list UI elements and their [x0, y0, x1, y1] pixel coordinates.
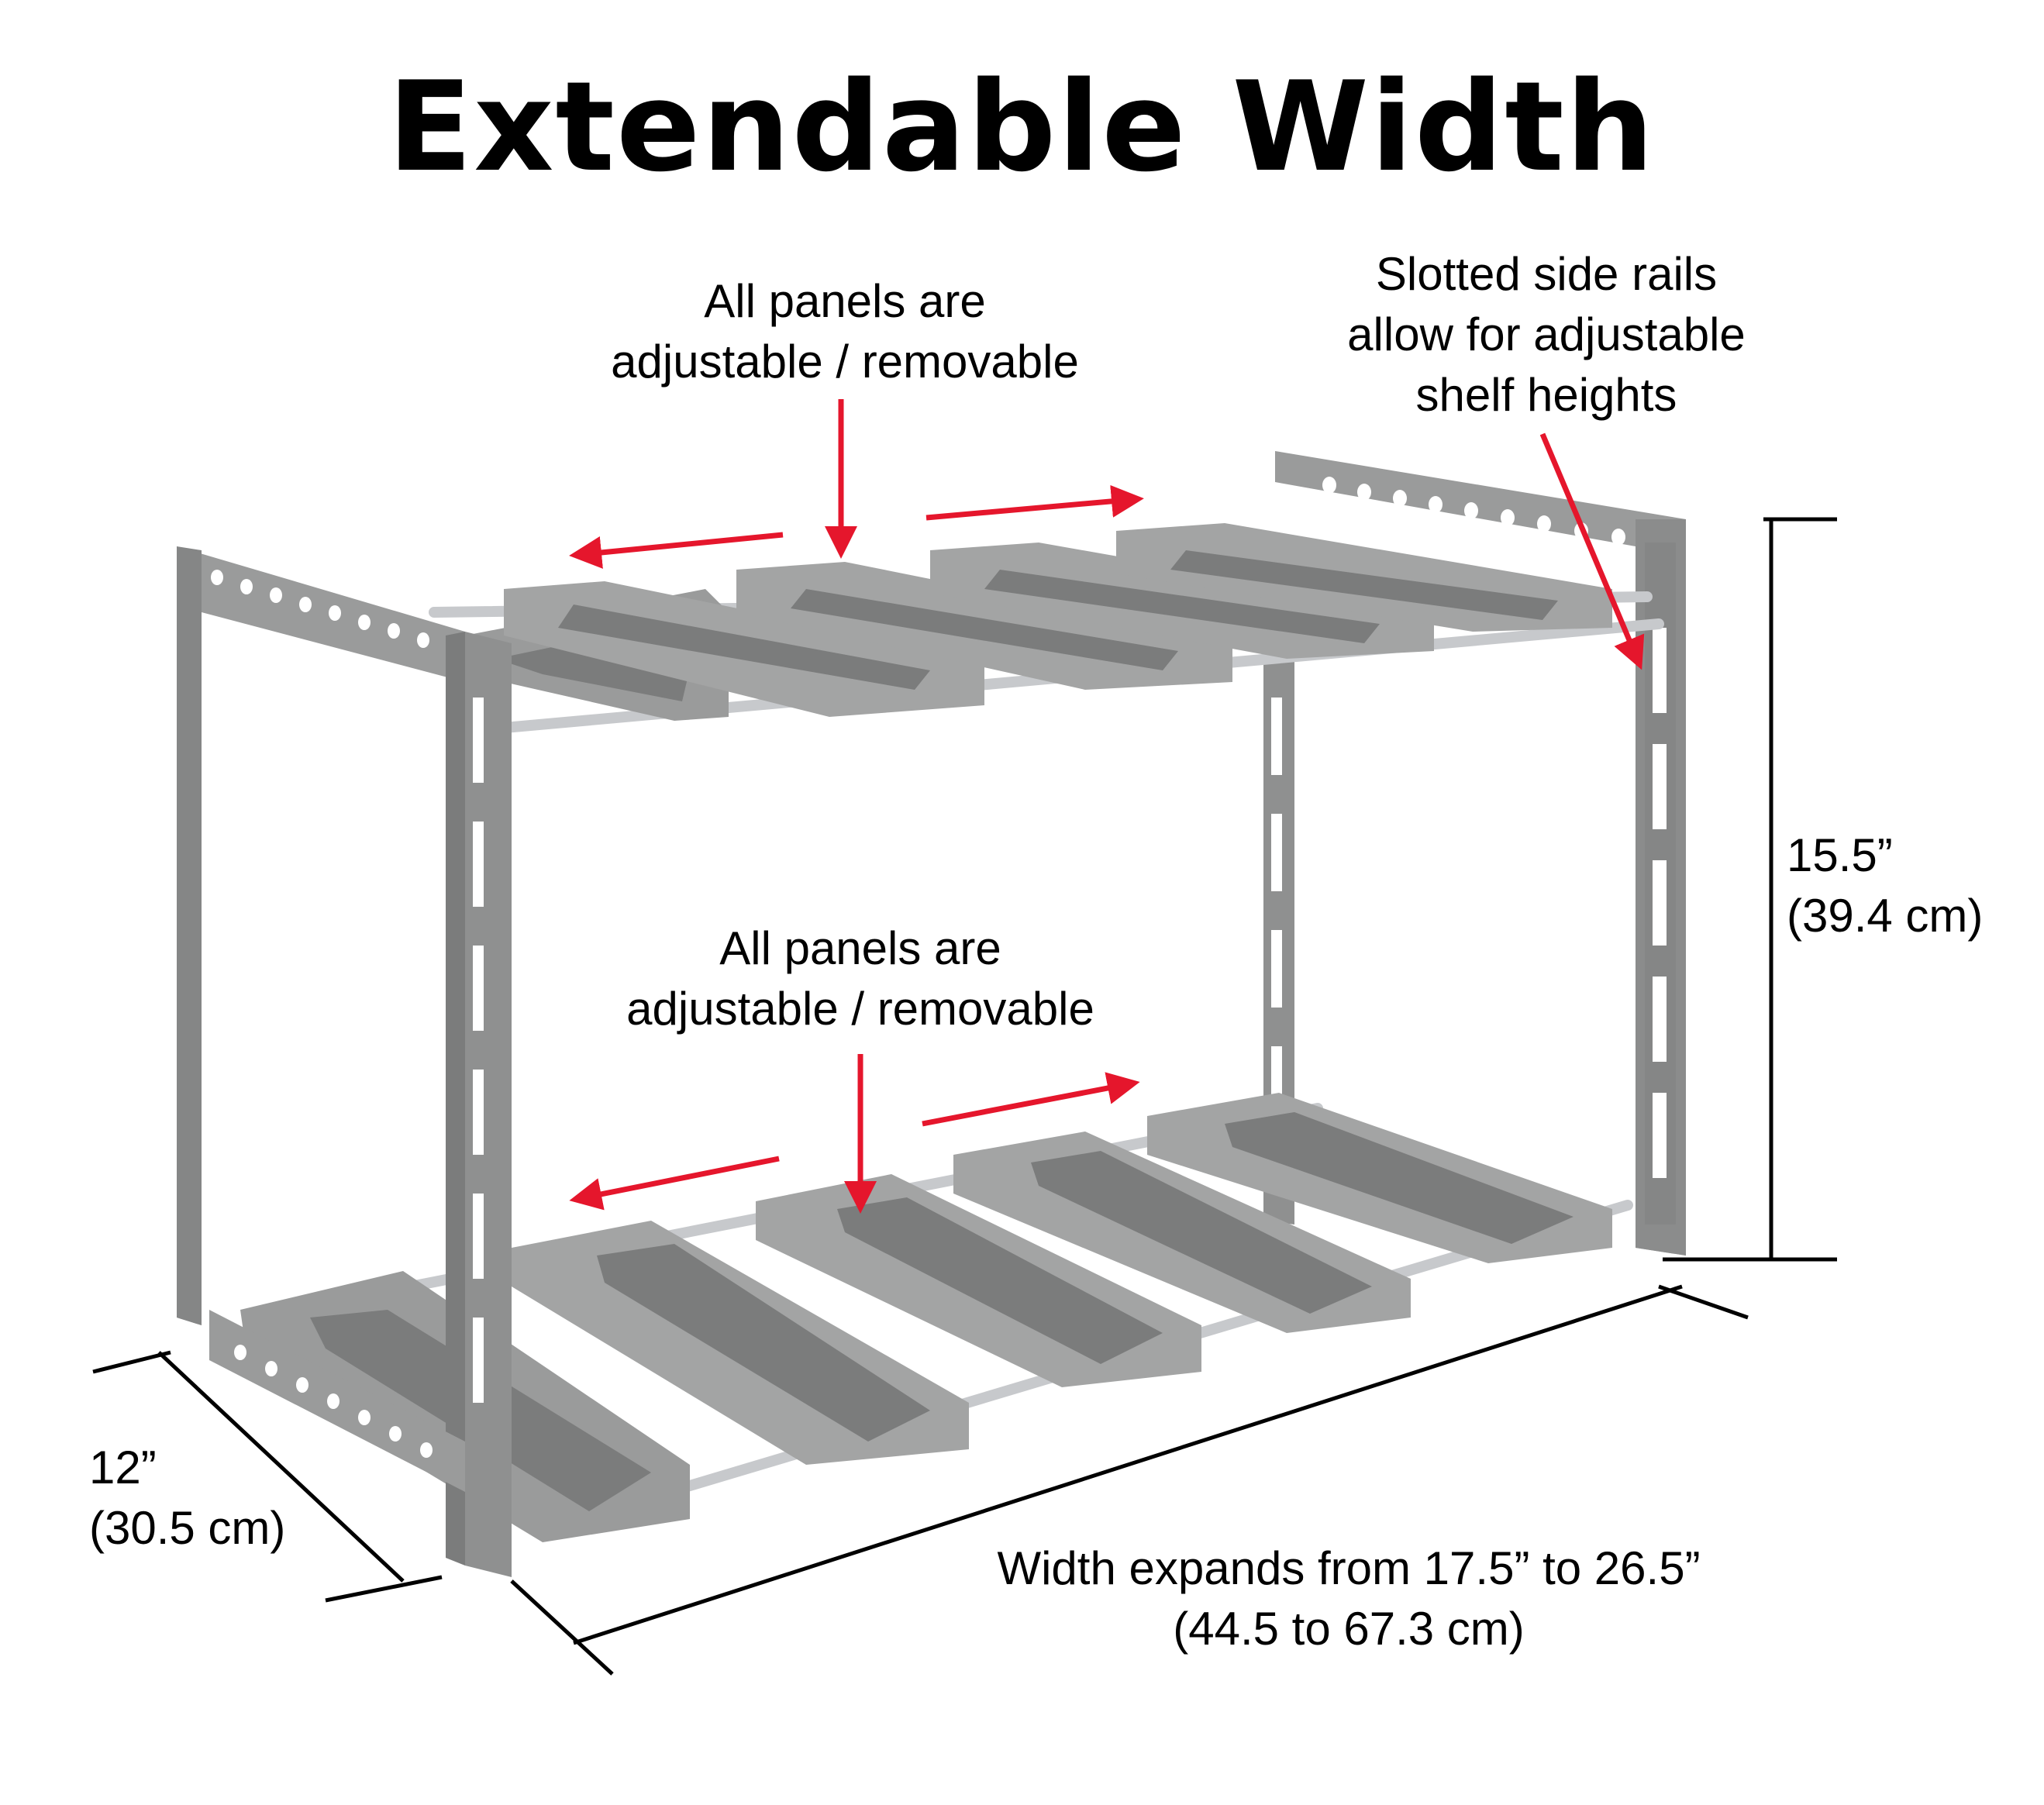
top-panel-2 [504, 581, 984, 717]
red-arrow-icon [925, 484, 1144, 521]
width-cm: (44.5 to 67.3 cm) [1173, 1603, 1525, 1655]
dimension-line-icon [573, 1284, 1683, 1645]
side-rails-line-3: shelf heights [1415, 369, 1677, 421]
depth-dimension-label: 12” (30.5 cm) [89, 1438, 337, 1559]
red-arrow-icon [569, 532, 784, 569]
side-rails-annotation: Slotted side rails allow for adjustable … [1302, 244, 1791, 425]
top-panel-3 [736, 562, 1232, 690]
left-back-frame [177, 546, 465, 1325]
page-title: Extendable Width [388, 54, 1656, 199]
front-left-frame [209, 632, 512, 1577]
top-shelf-panels [465, 523, 1612, 721]
dimension-line-icon [1658, 1284, 1749, 1320]
height-cm: (39.4 cm) [1787, 890, 1984, 942]
depth-inches: 12” [89, 1442, 157, 1493]
red-arrow-icon [569, 1156, 780, 1211]
bottom-panel-4 [953, 1132, 1411, 1333]
top-panels-annotation: All panels are adjustable / removable [543, 271, 1147, 392]
bottom-panel-3 [756, 1174, 1201, 1387]
bottom-panel-5 [1147, 1093, 1612, 1263]
bottom-panels-annotation: All panels are adjustable / removable [558, 918, 1163, 1039]
width-inches: Width expands from 17.5” to 26.5” [997, 1542, 1701, 1594]
side-rails-line-2: allow for adjustable [1347, 308, 1746, 360]
bottom-panel-2 [512, 1221, 969, 1465]
depth-cm: (30.5 cm) [89, 1502, 286, 1554]
red-arrow-icon [922, 1072, 1140, 1127]
dimension-line-icon [510, 1579, 614, 1676]
red-arrows [569, 399, 1645, 1214]
right-rail-slots [1653, 628, 1667, 1178]
back-rail-holes [1322, 477, 1625, 546]
top-panels-line-1: All panels are [704, 275, 986, 327]
top-panel-5 [1116, 523, 1612, 632]
red-arrow-icon [1539, 432, 1645, 670]
height-inches: 15.5” [1787, 829, 1893, 881]
dimension-line-icon [92, 1350, 171, 1374]
bottom-panels-line-2: adjustable / removable [626, 983, 1094, 1035]
bottom-panels-line-1: All panels are [719, 922, 1001, 974]
dimension-lines [92, 517, 1837, 1676]
dimension-line-icon [325, 1575, 443, 1603]
width-dimension-label: Width expands from 17.5” to 26.5” (44.5 … [907, 1538, 1791, 1659]
side-rails-line-1: Slotted side rails [1375, 248, 1718, 300]
height-dimension-label: 15.5” (39.4 cm) [1787, 825, 2035, 946]
top-panel-4 [930, 543, 1434, 659]
dimension-line-icon [157, 1351, 405, 1583]
top-panels-line-2: adjustable / removable [611, 336, 1079, 388]
